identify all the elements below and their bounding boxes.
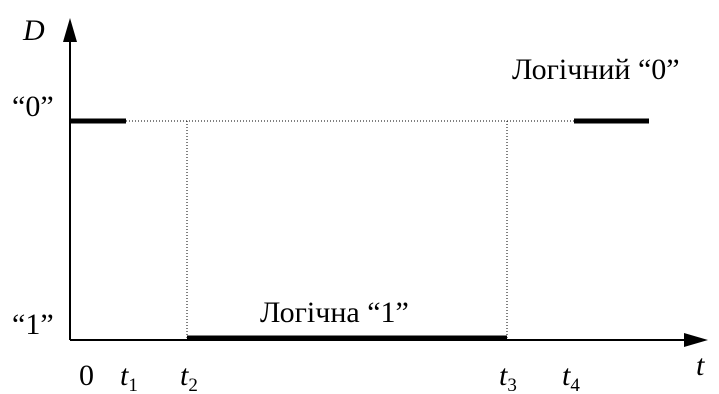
y-axis-arrow xyxy=(63,18,77,42)
x-axis-label: t xyxy=(696,349,705,382)
logical-zero-text: Логічний “0” xyxy=(512,53,680,86)
time-mark-t4: t4 xyxy=(562,359,580,394)
time-mark-t3: t3 xyxy=(499,359,517,394)
time-mark-t2: t2 xyxy=(180,359,198,394)
x-axis-arrow xyxy=(684,333,708,347)
level-zero-label: “0” xyxy=(12,90,54,123)
origin-label: 0 xyxy=(79,359,94,392)
time-mark-t1: t1 xyxy=(120,359,138,394)
level-one-label: “1” xyxy=(12,308,54,341)
y-axis-label: D xyxy=(22,14,45,47)
logical-one-text: Логічна “1” xyxy=(260,296,409,329)
